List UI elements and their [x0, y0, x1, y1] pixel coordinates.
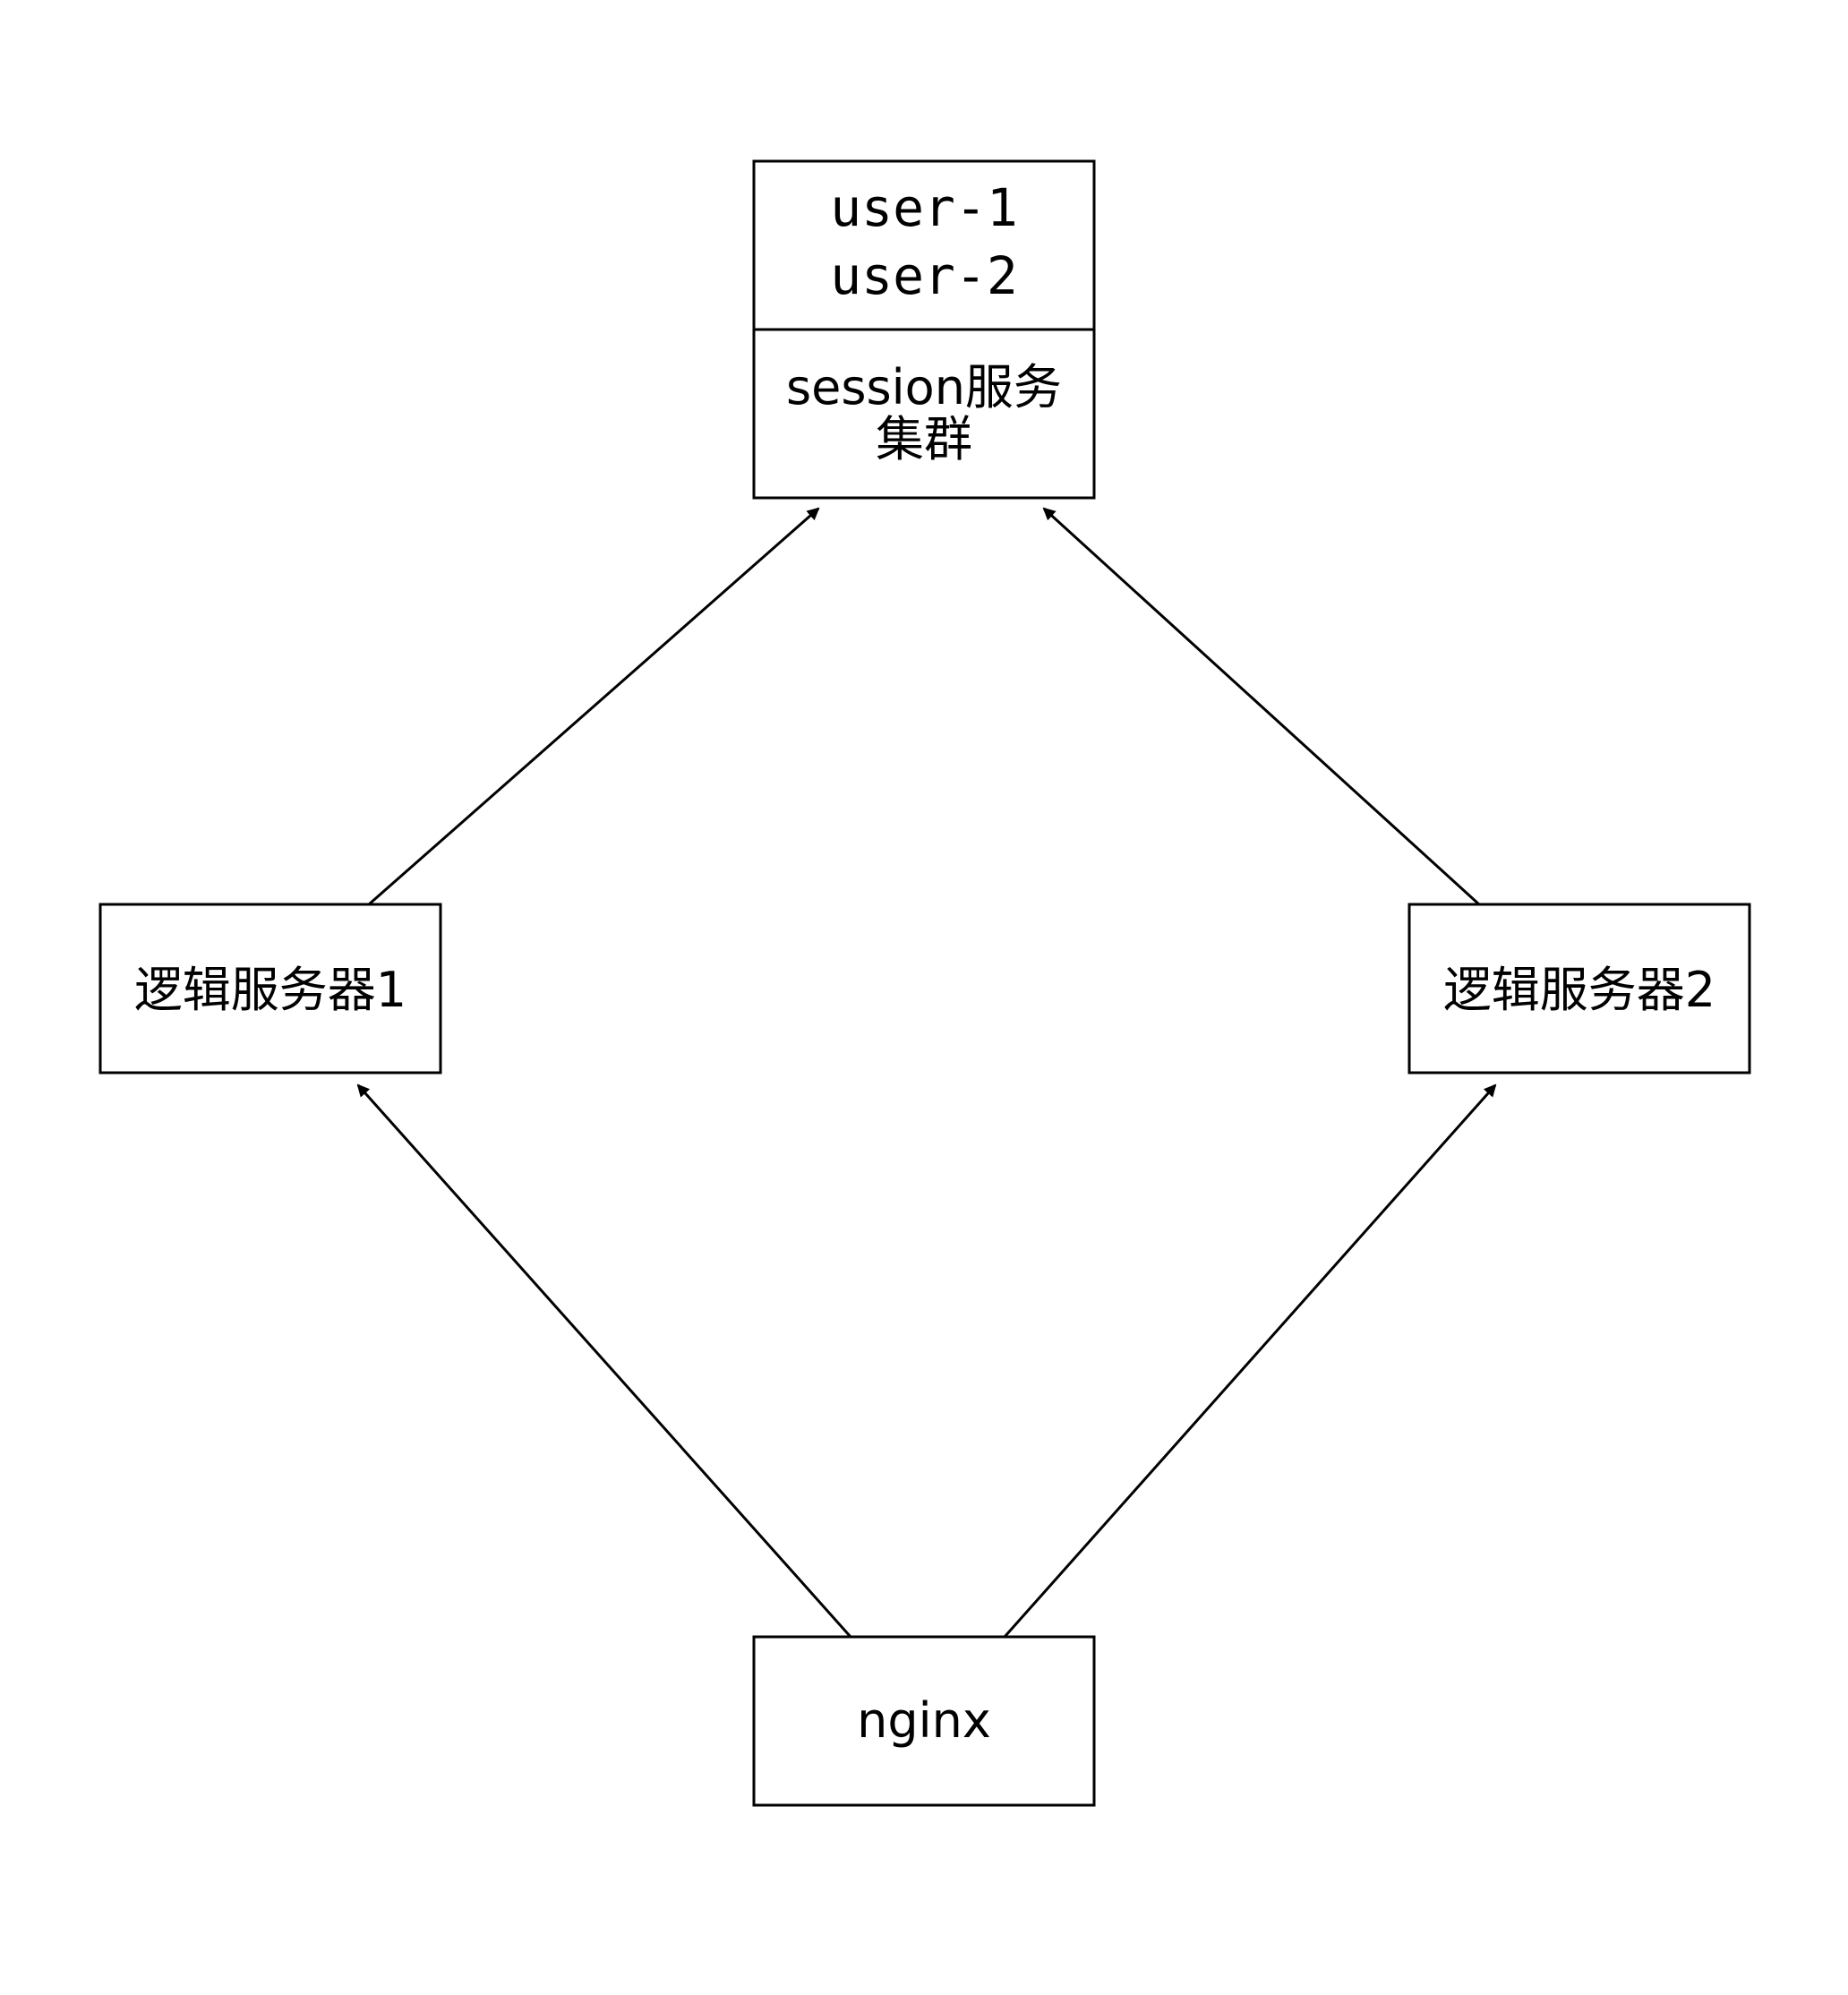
edge-nginx-to-server2: [1003, 1083, 1497, 1638]
logic-server-1-node: 逻辑服务器1: [98, 903, 442, 1075]
logic-server-1-label: 逻辑服务器1: [134, 962, 406, 1018]
edge-server1-to-session: [368, 507, 820, 906]
session-cluster-node: user-1 user-2 session服务 集群: [752, 159, 1096, 500]
session-user-1: user-1: [830, 177, 1018, 238]
edge-nginx-to-server1: [356, 1083, 852, 1638]
session-cluster-label-line-1: session服务: [786, 359, 1062, 415]
logic-server-2-node: 逻辑服务器2: [1407, 903, 1751, 1075]
session-cluster-label-line-2: 集群: [876, 411, 972, 467]
nginx-node: nginx: [752, 1635, 1096, 1807]
nginx-label: nginx: [857, 1692, 991, 1749]
logic-server-2-label: 逻辑服务器2: [1443, 962, 1715, 1018]
edge-server2-to-session: [1042, 507, 1481, 906]
session-user-2: user-2: [830, 245, 1018, 306]
